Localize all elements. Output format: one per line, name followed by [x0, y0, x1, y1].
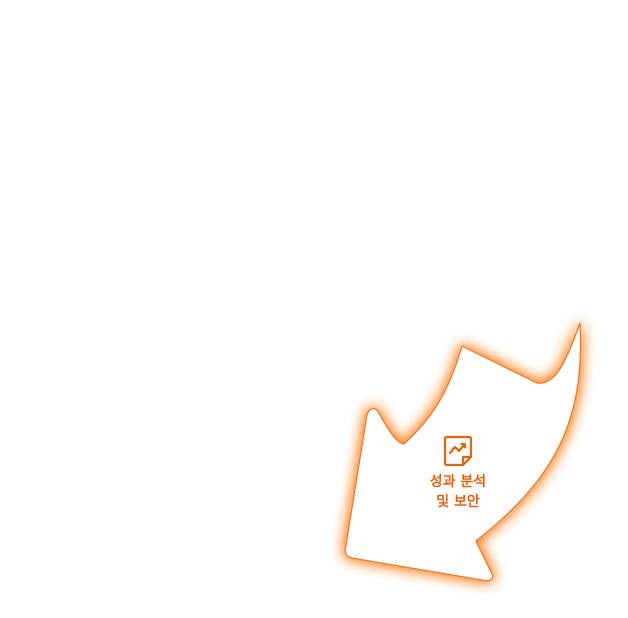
label-line-2: 및 보안: [436, 494, 480, 510]
chart-trend-icon: [443, 435, 473, 466]
arrow-label-text: 성과 분석 및 보안: [430, 472, 486, 512]
arrow-label: 성과 분석 및 보안: [398, 434, 518, 512]
label-line-1: 성과 분석: [429, 474, 487, 490]
arrow-shape: [344, 322, 582, 582]
